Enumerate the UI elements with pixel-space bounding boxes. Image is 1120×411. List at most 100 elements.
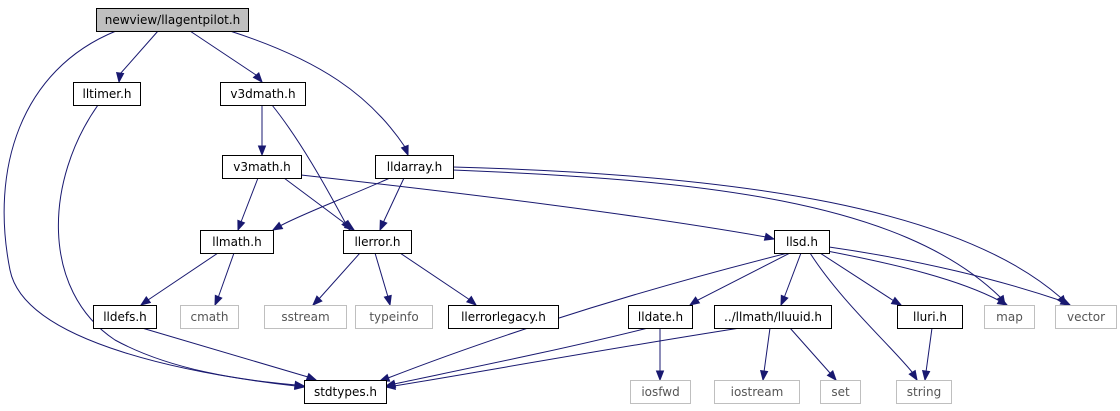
edge-lldate-to-stdtypes	[384, 327, 649, 388]
node-box	[628, 305, 693, 329]
arrowhead-icon	[759, 370, 769, 382]
node-lldefs[interactable]: lldefs.h	[93, 305, 157, 329]
edge-llsd-to-lluri	[819, 252, 903, 306]
arrowhead-icon	[890, 296, 903, 306]
edge-lluuid-to-stdtypes	[384, 327, 741, 391]
edge-llsd-to-string	[809, 252, 918, 382]
node-vector: vector	[1055, 305, 1117, 329]
node-label: v3dmath.h	[230, 87, 295, 101]
node-label: lldate.h	[638, 310, 683, 324]
edge-lluuid-to-set	[789, 327, 837, 382]
arrowhead-icon	[780, 294, 789, 307]
node-lldate[interactable]: lldate.h	[628, 305, 693, 329]
edge-llsd-to-lldate	[688, 252, 791, 306]
arrowhead-icon	[214, 294, 223, 307]
edge-llerror-to-sstream	[312, 252, 361, 306]
edge-v3dmath-to-v3math	[257, 105, 267, 157]
arrowhead-icon	[379, 219, 388, 232]
arrowhead-icon	[655, 370, 665, 382]
node-box	[714, 380, 800, 404]
arrowhead-icon	[305, 372, 318, 381]
node-label: llsd.h	[786, 235, 818, 249]
node-lldarray[interactable]: lldarray.h	[375, 155, 454, 179]
node-iostream: iostream	[714, 380, 800, 404]
edge-line	[385, 327, 649, 387]
node-label: iosfwd	[641, 385, 679, 399]
node-llsd[interactable]: llsd.h	[774, 230, 830, 254]
node-v3math[interactable]: v3math.h	[222, 155, 302, 179]
node-box	[96, 8, 249, 32]
node-set: set	[820, 380, 861, 404]
edge-llmath-to-lldefs	[139, 252, 219, 306]
node-typeinfo: typeinfo	[355, 305, 433, 329]
node-box	[1055, 305, 1117, 329]
node-box	[448, 305, 559, 329]
node-label: typeinfo	[369, 310, 418, 324]
edge-llagentpilot-to-lltimer	[115, 30, 159, 84]
edge-llsd-to-map	[826, 250, 1009, 306]
arrowhead-icon	[996, 296, 1009, 306]
node-map: map	[984, 305, 1035, 329]
arrowhead-icon	[1059, 296, 1072, 306]
arrowhead-icon	[271, 221, 284, 231]
arrowhead-icon	[921, 370, 931, 382]
node-box	[355, 305, 433, 329]
node-sstream: sstream	[264, 305, 347, 329]
node-box	[896, 380, 952, 404]
node-label: ../llmath/lluuid.h	[724, 310, 822, 324]
node-lluuid[interactable]: ../llmath/lluuid.h	[714, 305, 832, 329]
node-label: iostream	[731, 385, 784, 399]
edge-line	[452, 166, 1067, 306]
node-label: llerrorlegacy.h	[461, 310, 546, 324]
node-label: sstream	[281, 310, 329, 324]
edge-line	[283, 177, 355, 231]
edge-line	[271, 104, 351, 231]
node-box	[304, 380, 387, 404]
edge-line	[819, 252, 902, 306]
edge-v3math-to-llmath	[237, 177, 259, 232]
arrowhead-icon	[115, 72, 125, 84]
node-iosfwd: iosfwd	[630, 380, 691, 404]
node-box	[820, 380, 861, 404]
node-label: cmath	[191, 310, 229, 324]
node-lltimer[interactable]: lltimer.h	[73, 82, 141, 106]
edge-lldefs-to-stdtypes	[141, 327, 318, 381]
node-box	[73, 82, 141, 106]
node-box	[774, 230, 830, 254]
arrowhead-icon	[688, 296, 701, 306]
node-lluri[interactable]: lluri.h	[897, 305, 963, 329]
node-label: lldarray.h	[387, 160, 442, 174]
edge-line	[689, 252, 791, 306]
node-box	[222, 155, 302, 179]
node-label: vector	[1067, 310, 1105, 324]
node-label: lltimer.h	[82, 87, 131, 101]
node-llerrorlegacy[interactable]: llerrorlegacy.h	[448, 305, 559, 329]
node-string: string	[896, 380, 952, 404]
edge-line	[229, 30, 409, 156]
arrowhead-icon	[252, 72, 263, 84]
node-box	[264, 305, 347, 329]
arrowhead-icon	[400, 144, 409, 157]
edge-line	[141, 327, 317, 381]
node-cmath: cmath	[180, 305, 239, 329]
edge-line	[385, 327, 741, 388]
edge-line	[312, 252, 361, 306]
node-llmath[interactable]: llmath.h	[200, 230, 274, 254]
edge-line	[58, 104, 305, 387]
edge-lldarray-to-llerror	[379, 177, 405, 232]
node-v3dmath[interactable]: v3dmath.h	[220, 82, 306, 106]
edge-lluri-to-string	[921, 327, 933, 382]
node-label: set	[831, 385, 850, 399]
node-box	[630, 380, 691, 404]
edge-lldate-to-iosfwd	[655, 328, 665, 382]
node-llagentpilot[interactable]: newview/llagentpilot.h	[96, 8, 249, 32]
node-stdtypes[interactable]: stdtypes.h	[304, 380, 387, 404]
edge-llsd-to-lluuid	[780, 252, 802, 307]
edge-line	[300, 174, 775, 240]
arrowhead-icon	[294, 380, 306, 390]
node-llerror[interactable]: llerror.h	[343, 230, 412, 254]
edge-line	[809, 252, 918, 381]
edge-lluuid-to-iostream	[759, 327, 771, 382]
edge-v3math-to-llerror	[283, 177, 356, 231]
